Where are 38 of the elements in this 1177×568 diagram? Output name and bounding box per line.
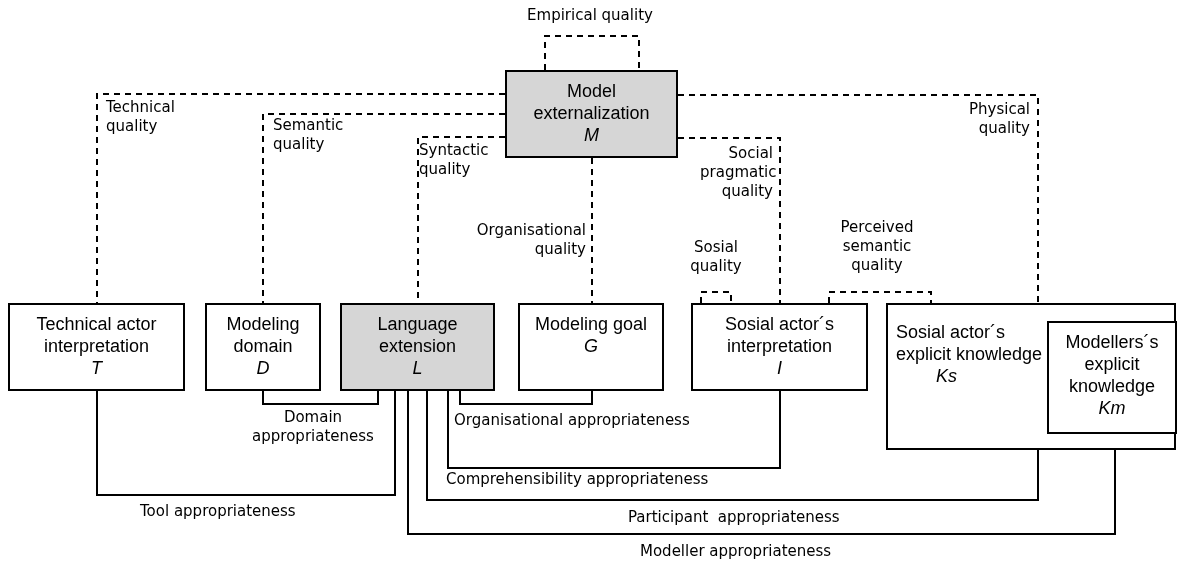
node-title: Modellers´s explicit knowledge xyxy=(1064,331,1160,397)
node-title: Technical actor interpretation xyxy=(35,313,158,357)
node-title: Modeling domain xyxy=(225,313,301,357)
dashed-connector xyxy=(96,93,506,304)
connector xyxy=(447,390,781,469)
connector xyxy=(407,390,1116,535)
node-symbol: T xyxy=(91,357,102,379)
process-box xyxy=(205,303,321,391)
node-title: Language extension xyxy=(376,313,459,357)
node-symbol: M xyxy=(584,124,599,146)
node-symbol: L xyxy=(412,357,423,379)
dashed-connector xyxy=(700,291,732,304)
dashed-connector xyxy=(591,157,593,304)
dashed-connector xyxy=(262,113,506,304)
node-symbol: G xyxy=(584,335,598,357)
node-title: Modeling goal xyxy=(534,313,648,335)
dashed-connector xyxy=(677,94,1039,304)
connector xyxy=(426,390,1039,501)
process-box xyxy=(8,303,185,391)
process-box xyxy=(340,303,495,391)
node-symbol: D xyxy=(256,357,270,379)
connector xyxy=(459,390,593,405)
node-symbol: I xyxy=(777,357,782,379)
node-symbol: Ks xyxy=(935,365,957,387)
process-box xyxy=(691,303,868,391)
process-box xyxy=(886,303,1176,450)
process-box xyxy=(505,70,678,158)
node-title: Sosial actor´s explicit knowledge xyxy=(896,321,1044,365)
process-box xyxy=(518,303,664,391)
connector xyxy=(262,390,379,405)
inner-box xyxy=(1047,321,1177,434)
dashed-connector xyxy=(677,137,781,304)
dashed-connector xyxy=(544,35,640,71)
node-title: Model externalization xyxy=(532,80,651,124)
node-title: Sosial actor´s interpretation xyxy=(723,313,835,357)
connector xyxy=(96,390,396,496)
dashed-connector xyxy=(828,291,932,304)
node-symbol: Km xyxy=(1098,397,1126,419)
